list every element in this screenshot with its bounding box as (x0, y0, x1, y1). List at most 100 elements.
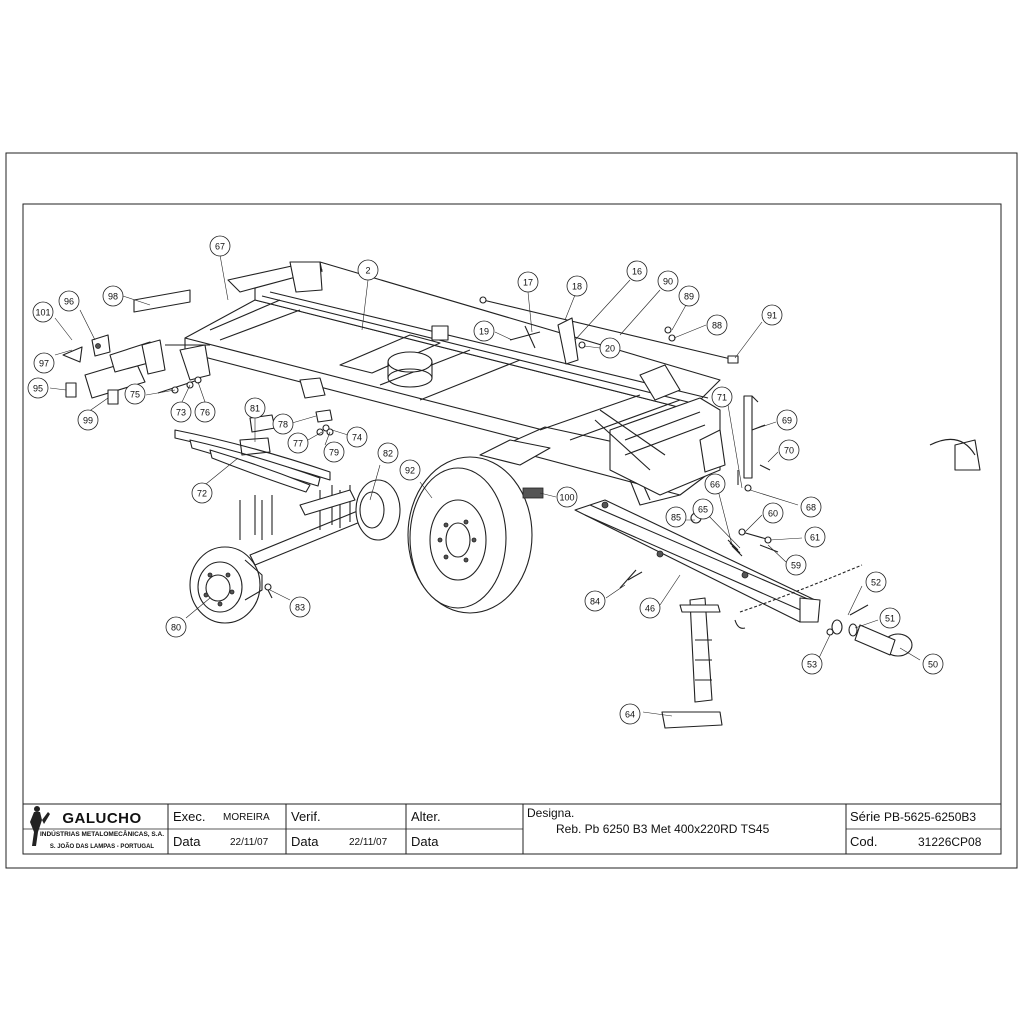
callout-84: 84 (584, 590, 606, 612)
callout-circle (804, 526, 826, 548)
callout-69: 69 (776, 409, 798, 431)
callout-number: 81 (250, 404, 260, 414)
exec-label: Exec. (173, 809, 206, 824)
callout-97: 97 (33, 352, 55, 374)
callout-circle (194, 401, 216, 423)
callout-79: 79 (323, 441, 345, 463)
callout-65: 65 (692, 498, 714, 520)
callout-number: 83 (295, 603, 305, 613)
callout-74: 74 (346, 426, 368, 448)
callout-number: 96 (64, 297, 74, 307)
callout-number: 73 (176, 408, 186, 418)
callout-circle (33, 352, 55, 374)
callout-number: 71 (717, 393, 727, 403)
callout-number: 18 (572, 282, 582, 292)
callout-circle (619, 703, 641, 725)
callout-92: 92 (399, 459, 421, 481)
callout-17: 17 (517, 271, 539, 293)
callout-98: 98 (102, 285, 124, 307)
callout-75: 75 (124, 383, 146, 405)
callout-circle (626, 260, 648, 282)
serie-label: Série (850, 809, 880, 824)
exec-value: MOREIRA (223, 812, 270, 823)
callout-91: 91 (761, 304, 783, 326)
callout-50: 50 (922, 653, 944, 675)
callout-number: 82 (383, 449, 393, 459)
callout-circle (706, 314, 728, 336)
callout-number: 90 (663, 277, 673, 287)
callout-number: 95 (33, 384, 43, 394)
callout-circle (399, 459, 421, 481)
callout-circle (289, 596, 311, 618)
callout-number: 46 (645, 604, 655, 614)
verif-date: 22/11/07 (349, 837, 388, 848)
exec-date: 22/11/07 (230, 837, 269, 848)
callout-number: 92 (405, 466, 415, 476)
callout-circle (191, 482, 213, 504)
callout-82: 82 (377, 442, 399, 464)
callout-78: 78 (272, 413, 294, 435)
company-name: GALUCHO (62, 810, 141, 827)
callout-circle (665, 506, 687, 528)
callout-number: 17 (523, 278, 533, 288)
callout-number: 70 (784, 446, 794, 456)
callout-number: 66 (710, 480, 720, 490)
callout-number: 2 (365, 266, 370, 276)
callout-number: 97 (39, 359, 49, 369)
callout-circle (584, 590, 606, 612)
brake-cable (479, 296, 739, 365)
hardware (157, 376, 334, 436)
callout-number: 65 (698, 505, 708, 515)
callout-number: 84 (590, 597, 600, 607)
callout-circle (657, 270, 679, 292)
callout-number: 78 (278, 420, 288, 430)
callout-circle (692, 498, 714, 520)
callout-number: 59 (791, 561, 801, 571)
callout-96: 96 (58, 290, 80, 312)
verif-date-label: Data (291, 834, 319, 849)
wheel (407, 456, 533, 614)
callout-number: 79 (329, 448, 339, 458)
callout-circle (566, 275, 588, 297)
alter-label: Alter. (411, 809, 441, 824)
callout-circle (865, 571, 887, 593)
callout-81: 81 (244, 397, 266, 419)
callout-circle (678, 285, 700, 307)
callout-circle (165, 616, 187, 638)
callout-number: 16 (632, 267, 642, 277)
callout-46: 46 (639, 597, 661, 619)
callout-number: 100 (559, 493, 574, 503)
callout-67: 67 (209, 235, 231, 257)
callout-number: 60 (768, 509, 778, 519)
callout-circle (124, 383, 146, 405)
callout-72: 72 (191, 482, 213, 504)
callout-number: 61 (810, 533, 820, 543)
brake-lever (737, 395, 779, 553)
callout-68: 68 (800, 496, 822, 518)
axle (189, 479, 401, 624)
callout-19: 19 (473, 320, 495, 342)
callout-64: 64 (619, 703, 641, 725)
callout-number: 98 (108, 292, 118, 302)
callout-2: 2 (357, 259, 379, 281)
towing-eye (826, 604, 913, 657)
callout-70: 70 (778, 439, 800, 461)
cod-label: Cod. (850, 834, 877, 849)
callout-circle (922, 653, 944, 675)
leaf-spring (174, 414, 331, 493)
callout-circle (704, 473, 726, 495)
company-line2: S. JOÃO DAS LAMPAS - PORTUGAL (50, 843, 155, 850)
callout-number: 91 (767, 311, 777, 321)
callout-59: 59 (785, 554, 807, 576)
alter-date-label: Data (411, 834, 439, 849)
callout-number: 68 (806, 503, 816, 513)
callout-circle (778, 439, 800, 461)
callout-circle (287, 432, 309, 454)
callout-circle (32, 301, 54, 323)
designa-value: Reb. Pb 6250 B3 Met 400x220RD TS45 (556, 822, 770, 836)
callout-number: 64 (625, 710, 635, 720)
exploded-view (62, 261, 981, 729)
callout-73: 73 (170, 401, 192, 423)
callout-number: 51 (885, 614, 895, 624)
